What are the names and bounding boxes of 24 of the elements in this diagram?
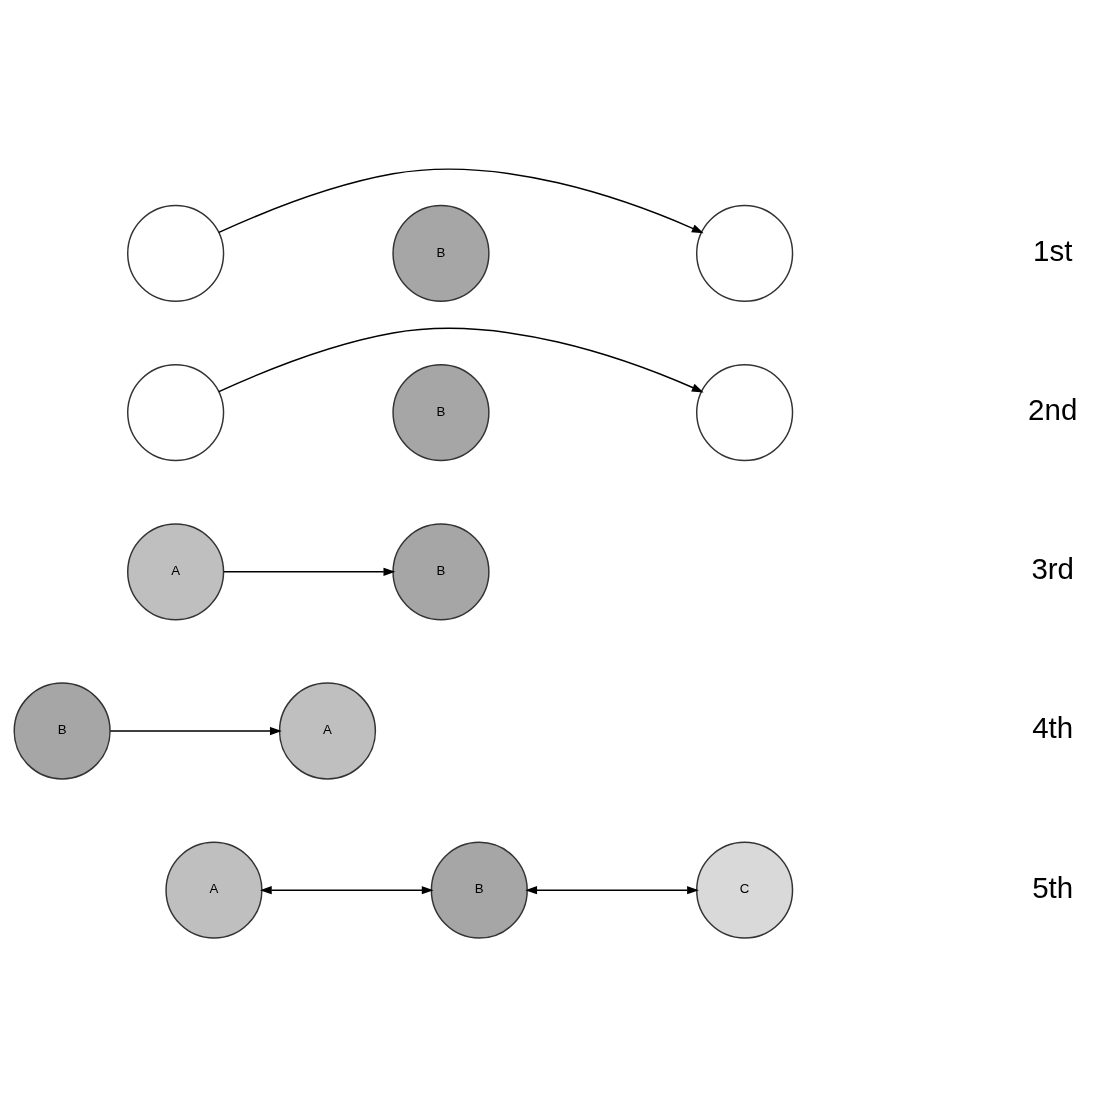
node-circle [127,363,225,461]
node-circle: B [392,204,490,302]
node-circle: B [392,522,490,620]
node-circle: B [392,363,490,461]
label: 5th [1032,870,1074,904]
node-circle [696,363,794,461]
node-circle: A [165,841,263,939]
node-circle [127,204,225,302]
arrow [525,885,699,894]
node-circle: B [13,681,111,780]
arrow [218,327,704,392]
arrow [109,726,282,735]
arrow [218,167,704,233]
label: 2nd [1028,392,1078,426]
arrow [259,885,434,894]
node-circle: A [278,681,377,780]
node-circle: B [430,841,528,939]
node-circle [696,204,794,302]
label: 1st [1033,233,1073,267]
node-circle: A [127,522,225,620]
label: 3rd [1031,551,1074,585]
label: 4th [1032,710,1074,744]
node-circle: C [696,841,794,939]
arrow [223,567,396,576]
